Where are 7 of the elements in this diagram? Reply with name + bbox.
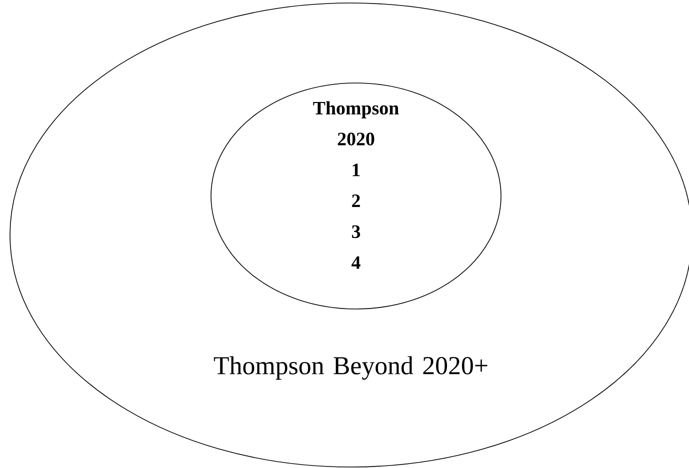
node-label: Thompson 2020 <box>313 101 399 146</box>
ellipse-label: Thompson Beyond 2020+ <box>214 356 488 380</box>
node-label: 1 <box>352 164 360 176</box>
node-label: 2 <box>352 194 360 207</box>
node-label: 4 <box>352 256 360 269</box>
ellipse-label: Thompson 2020 1 2 3 4 <box>313 101 399 269</box>
node-label: 3 <box>352 225 360 238</box>
